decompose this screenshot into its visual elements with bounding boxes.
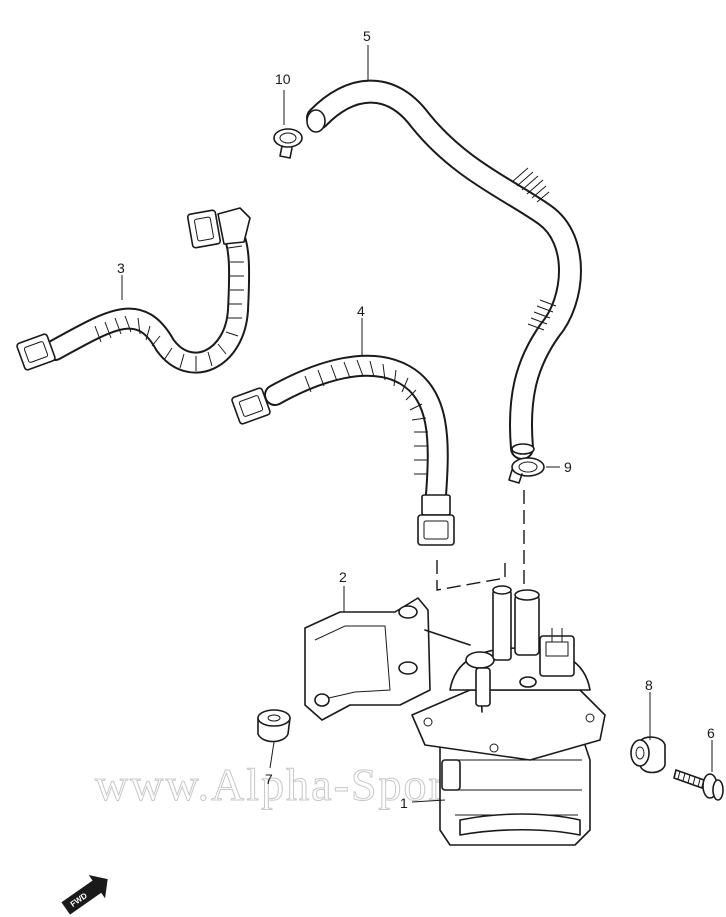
callout-6: 6 <box>707 725 715 741</box>
breather-hose-part-5 <box>306 79 582 460</box>
forward-direction-arrow-icon: FWD <box>61 874 108 915</box>
callout-1: 1 <box>400 795 408 811</box>
grommet-part-7 <box>257 709 291 743</box>
callout-7: 7 <box>265 771 273 787</box>
assembly-line-hose-4 <box>436 560 506 591</box>
grommet-part-8 <box>630 736 666 774</box>
callout-3: 3 <box>117 260 125 276</box>
fuel-hose-part-4 <box>231 354 455 546</box>
callout-10: 10 <box>275 71 291 87</box>
callout-2: 2 <box>339 569 347 585</box>
leader-lines <box>121 45 713 803</box>
callout-9: 9 <box>564 459 572 475</box>
callout-5: 5 <box>363 28 371 44</box>
hose-clamp-part-9 <box>508 457 545 484</box>
fuel-hose-part-3 <box>16 207 251 374</box>
hose-clamp-part-10 <box>273 128 303 159</box>
bolt-part-6 <box>673 769 724 801</box>
callout-8: 8 <box>645 677 653 693</box>
fuel-pump-part-1 <box>411 585 606 846</box>
callout-4: 4 <box>357 303 365 319</box>
bracket-part-2 <box>304 597 471 721</box>
